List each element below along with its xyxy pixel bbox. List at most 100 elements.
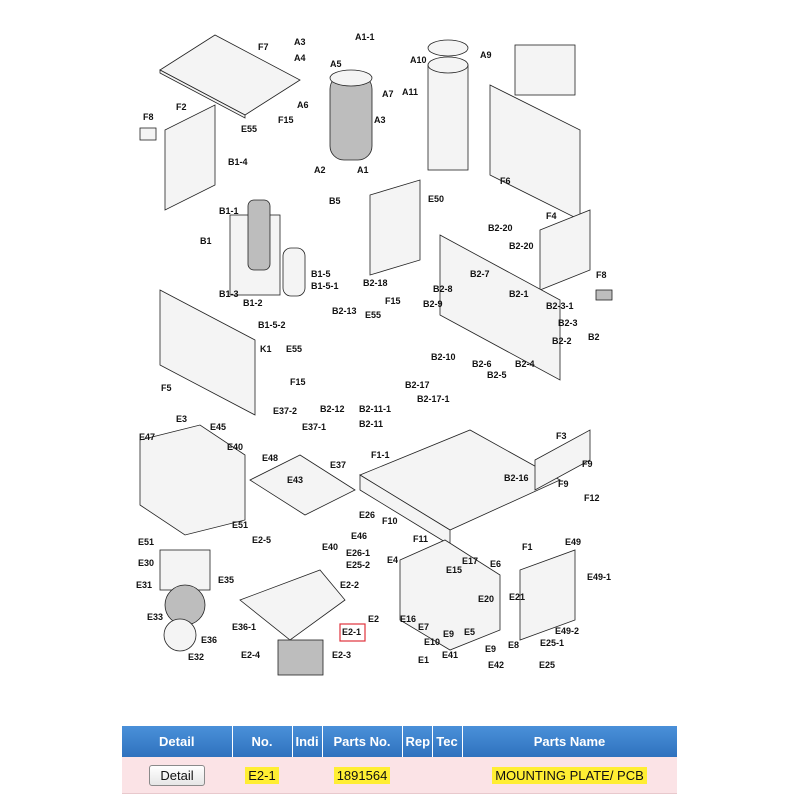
part-label-e48: E48: [262, 453, 278, 463]
part-label-e35: E35: [218, 575, 234, 585]
part-label-e25-2: E25-2: [346, 560, 370, 570]
part-label-e36: E36: [201, 635, 217, 645]
part-label-b2-6: B2-6: [472, 359, 492, 369]
part-label-b2-3: B2-3: [558, 318, 578, 328]
part-label-e33: E33: [147, 612, 163, 622]
part-label-a3: A3: [294, 37, 306, 47]
part-label-f15: F15: [278, 115, 294, 125]
part-label-f9: F9: [558, 479, 569, 489]
parts-table: Detail No. Indi Parts No. Rep Tec Parts …: [122, 726, 678, 794]
header-parts-name: Parts Name: [462, 726, 678, 757]
header-indi: Indi: [292, 726, 323, 757]
part-label-a9: A9: [480, 50, 492, 60]
part-label-f15: F15: [290, 377, 306, 387]
part-label-e15: E15: [446, 565, 462, 575]
part-label-e51: E51: [138, 537, 154, 547]
part-label-e8: E8: [508, 640, 519, 650]
part-label-e5: E5: [464, 627, 475, 637]
part-label-e46: E46: [351, 531, 367, 541]
part-label-b2-10: B2-10: [431, 352, 456, 362]
part-label-a5: A5: [330, 59, 342, 69]
part-label-b2: B2: [588, 332, 600, 342]
part-label-e51: E51: [232, 520, 248, 530]
part-label-b2-18: B2-18: [363, 278, 388, 288]
part-label-b2-1: B2-1: [509, 289, 529, 299]
part-label-e25: E25: [539, 660, 555, 670]
part-label-e41: E41: [442, 650, 458, 660]
part-label-e30: E30: [138, 558, 154, 568]
part-label-e6: E6: [490, 559, 501, 569]
part-label-b1-5-1: B1-5-1: [311, 281, 339, 291]
part-label-e4: E4: [387, 555, 398, 565]
part-label-b2-9: B2-9: [423, 299, 443, 309]
part-label-b1-1: B1-1: [219, 206, 239, 216]
part-label-f3: F3: [556, 431, 567, 441]
part-label-a6: A6: [297, 100, 309, 110]
part-label-b1-5: B1-5: [311, 269, 331, 279]
part-label-a3: A3: [374, 115, 386, 125]
part-label-f1: F1: [522, 542, 533, 552]
part-label-b2-20: B2-20: [488, 223, 513, 233]
part-label-e36-1: E36-1: [232, 622, 256, 632]
header-parts-no: Parts No.: [322, 726, 403, 757]
part-label-b2-2: B2-2: [552, 336, 572, 346]
part-label-e2-2: E2-2: [340, 580, 359, 590]
highlight-callout-box: [339, 623, 366, 642]
part-label-a7: A7: [382, 89, 394, 99]
part-label-f8: F8: [596, 270, 607, 280]
part-label-e40: E40: [322, 542, 338, 552]
part-label-e42: E42: [488, 660, 504, 670]
part-label-e32: E32: [188, 652, 204, 662]
parts-number-value: 1891564: [333, 766, 391, 784]
part-label-b2-3-1: B2-3-1: [546, 301, 574, 311]
parts-name-value: MOUNTING PLATE/ PCB: [492, 766, 647, 784]
part-label-f7: F7: [258, 42, 269, 52]
cell-no: E2-1: [232, 757, 292, 794]
part-label-b2-11-1: B2-11-1: [359, 404, 391, 414]
part-label-a2: A2: [314, 165, 326, 175]
table-row: Detail E2-1 1891564 MOUNTING PLATE/ PCB: [122, 757, 677, 794]
part-label-b1-3: B1-3: [219, 289, 239, 299]
part-label-b2-16: B2-16: [504, 473, 529, 483]
part-label-e47: E47: [139, 432, 155, 442]
part-label-e49: E49: [565, 537, 581, 547]
part-label-f12: F12: [584, 493, 600, 503]
part-label-e10: E10: [424, 637, 440, 647]
part-label-b2-13: B2-13: [332, 306, 357, 316]
part-label-e21: E21: [509, 592, 525, 602]
part-label-e45: E45: [210, 422, 226, 432]
part-label-b2-7: B2-7: [470, 269, 490, 279]
part-label-e2: E2: [368, 614, 379, 624]
detail-button[interactable]: Detail: [149, 764, 205, 786]
cell-parts-name: MOUNTING PLATE/ PCB: [462, 757, 677, 794]
part-label-f1-1: F1-1: [371, 450, 390, 460]
part-label-a4: A4: [294, 53, 306, 63]
part-label-f4: F4: [546, 211, 557, 221]
part-label-e2-4: E2-4: [241, 650, 260, 660]
header-detail: Detail: [122, 726, 233, 757]
part-label-e16: E16: [400, 614, 416, 624]
part-number-label: E2-1: [245, 766, 279, 784]
part-label-b2-17: B2-17: [405, 380, 430, 390]
part-label-e55: E55: [286, 344, 302, 354]
part-label-e37: E37: [330, 460, 346, 470]
part-label-b2-5: B2-5: [487, 370, 507, 380]
part-label-e9: E9: [485, 644, 496, 654]
cell-indi: [292, 757, 322, 794]
part-label-b1: B1: [200, 236, 212, 246]
part-label-b2-12: B2-12: [320, 404, 345, 414]
part-label-b2-17-1: B2-17-1: [417, 394, 450, 404]
part-label-f11: F11: [413, 534, 428, 544]
part-label-e31: E31: [136, 580, 152, 590]
part-label-a10: A10: [410, 55, 427, 65]
part-label-b2-11: B2-11: [359, 419, 383, 429]
table-header-row: Detail No. Indi Parts No. Rep Tec Parts …: [122, 726, 678, 757]
part-label-e2-3: E2-3: [332, 650, 351, 660]
part-label-k1: K1: [260, 344, 272, 354]
header-tec: Tec: [432, 726, 463, 757]
part-label-e9: E9: [443, 629, 454, 639]
part-label-b1-4: B1-4: [228, 157, 248, 167]
part-label-e3: E3: [176, 414, 187, 424]
cell-tec: [432, 757, 462, 794]
